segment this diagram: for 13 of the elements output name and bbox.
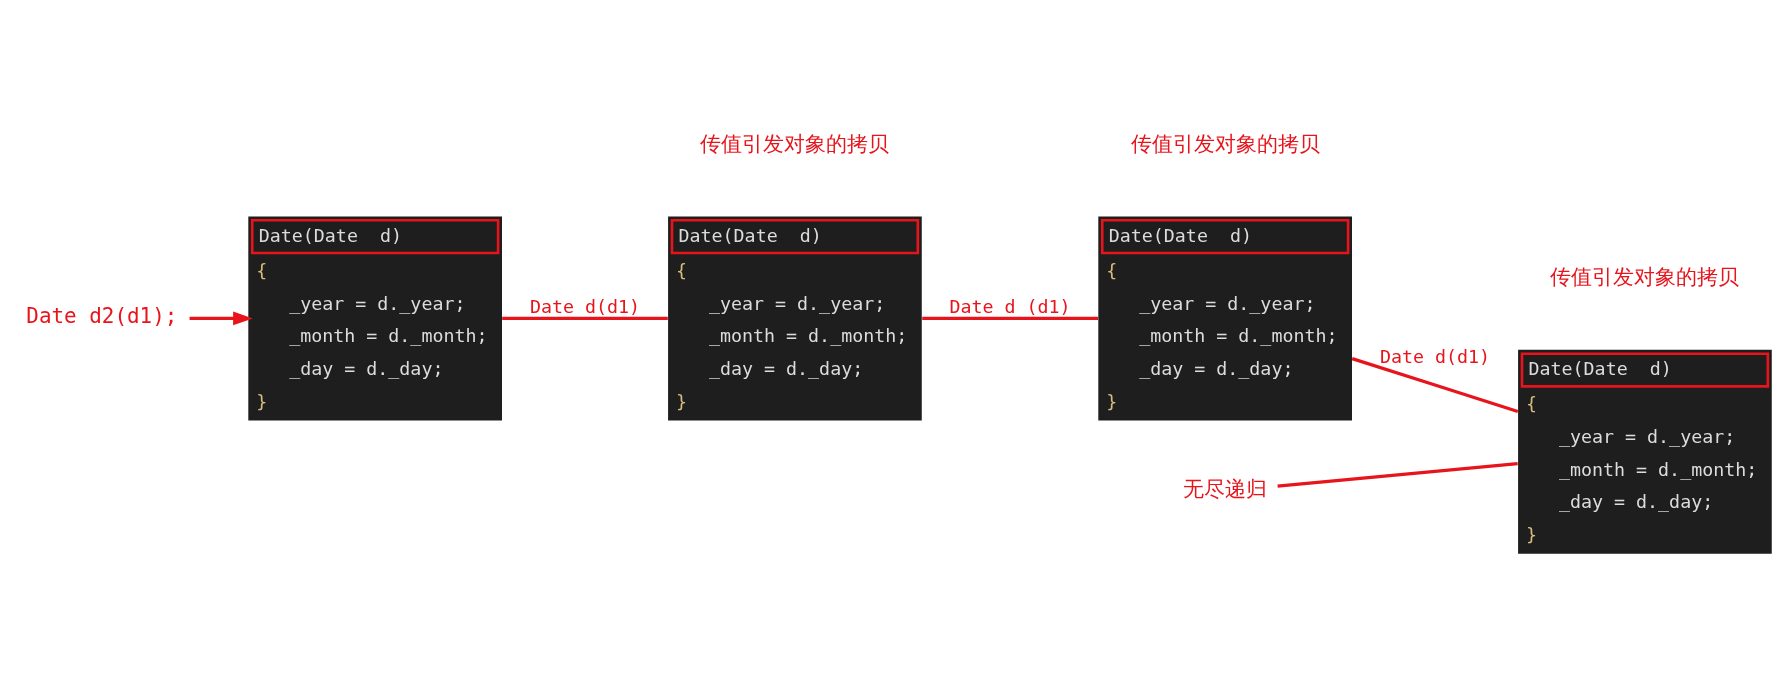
node-text: 无尽递归 (1183, 476, 1268, 501)
edge-label: Date d (d1) (949, 295, 1071, 317)
arrow (189, 311, 253, 325)
label: 传值引发对象的拷贝 (1550, 264, 1740, 289)
connector (1277, 461, 1518, 488)
label: 传值引发对象的拷贝 (700, 131, 890, 156)
connector (922, 316, 1098, 320)
label: 传值引发对象的拷贝 (1130, 131, 1320, 156)
edge-label: Date d(d1) (529, 295, 641, 317)
node-text: Date d2(d1); (26, 303, 178, 328)
connector (1351, 356, 1519, 413)
edge-label: Date d(d1) (1379, 345, 1491, 367)
connector (502, 316, 668, 320)
